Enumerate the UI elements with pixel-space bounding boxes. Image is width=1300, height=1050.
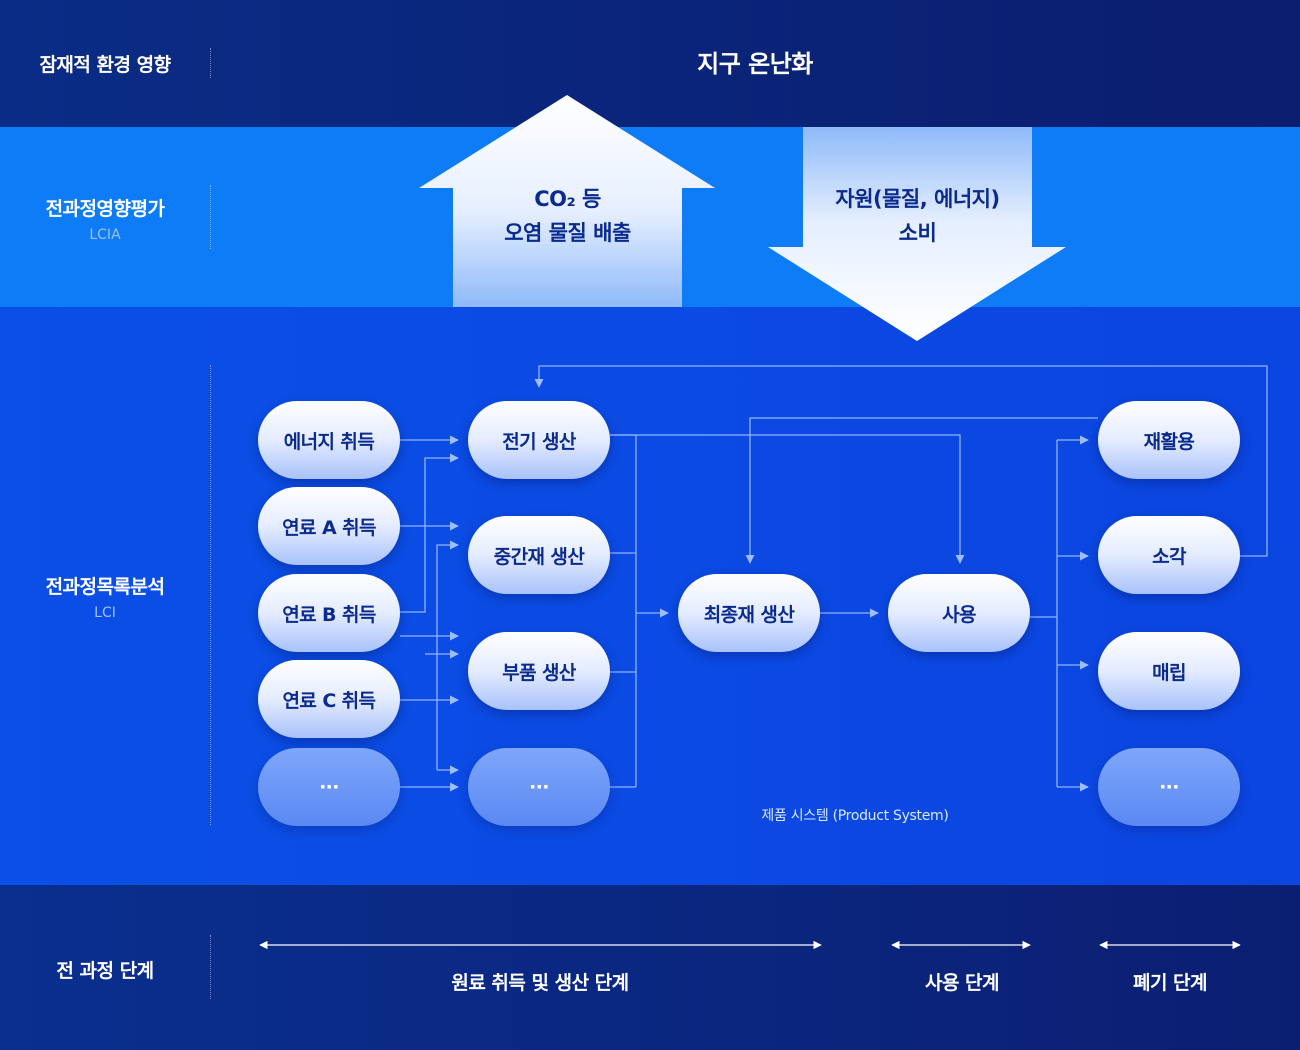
stage-label-disposal: 폐기 단계 bbox=[1132, 972, 1208, 994]
flow-incinerate-to-electricity bbox=[534, 365, 1268, 557]
divider-stages bbox=[210, 935, 211, 999]
emission-arrow bbox=[419, 95, 715, 307]
impact-title: 지구 온난화 bbox=[697, 50, 813, 78]
consumption-arrow bbox=[768, 127, 1066, 341]
node-intermediate-production: 중간재 생산 bbox=[468, 516, 610, 594]
stage-label-use: 사용 단계 bbox=[924, 972, 1000, 994]
consumption-label-line1: 자원(물질, 에너지) bbox=[835, 187, 1000, 211]
divider-impact bbox=[210, 48, 211, 78]
node-final-production: 최종재 생산 bbox=[678, 574, 820, 652]
band-life-cycle-stages bbox=[0, 885, 1300, 1050]
node-fuel-b-acquisition: 연료 B 취득 bbox=[258, 574, 400, 652]
node-landfill: 매립 bbox=[1098, 632, 1240, 710]
row-sub-lcia: LCIA bbox=[89, 227, 121, 243]
node-recycling: 재활용 bbox=[1098, 401, 1240, 479]
node-incineration: 소각 bbox=[1098, 516, 1240, 594]
node-parts-production: 부품 생산 bbox=[468, 632, 610, 710]
emission-label: CO₂ 등 오염 물질 배출 bbox=[453, 182, 682, 250]
node-use: 사용 bbox=[888, 574, 1030, 652]
node-fuel-c-acquisition: 연료 C 취득 bbox=[258, 660, 400, 738]
emission-label-line2: 오염 물질 배출 bbox=[504, 221, 631, 245]
flow-bus-to-intermediate bbox=[436, 540, 459, 770]
node-more-disposal: ··· bbox=[1098, 748, 1240, 826]
emission-label-line1: CO₂ 등 bbox=[534, 187, 601, 211]
flow-electricity-to-use bbox=[610, 434, 965, 564]
band-environmental-impact bbox=[0, 0, 1300, 127]
node-more-production: ··· bbox=[468, 748, 610, 826]
row-sub-lci: LCI bbox=[94, 605, 116, 621]
stage-label-raw-production: 원료 취득 및 생산 단계 bbox=[451, 972, 629, 994]
row-label-stages: 전 과정 단계 bbox=[56, 960, 154, 982]
flow-bus-to-electricity bbox=[400, 453, 459, 613]
node-more-raw: ··· bbox=[258, 748, 400, 826]
row-label-impact: 잠재적 환경 영향 bbox=[39, 54, 171, 76]
product-system-caption: 제품 시스템 (Product System) bbox=[761, 808, 949, 824]
consumption-label-line2: 소비 bbox=[898, 221, 937, 245]
divider-lcia bbox=[210, 185, 211, 249]
divider-lci bbox=[210, 365, 211, 825]
flow-recycle-to-final bbox=[745, 417, 1098, 564]
row-label-lci: 전과정목록분석 LCI bbox=[0, 572, 210, 621]
node-electricity-production: 전기 생산 bbox=[468, 401, 610, 479]
node-fuel-a-acquisition: 연료 A 취득 bbox=[258, 487, 400, 565]
row-label-lcia: 전과정영향평가 LCIA bbox=[0, 194, 210, 243]
consumption-label: 자원(물질, 에너지) 소비 bbox=[793, 182, 1042, 250]
node-energy-acquisition: 에너지 취득 bbox=[258, 401, 400, 479]
